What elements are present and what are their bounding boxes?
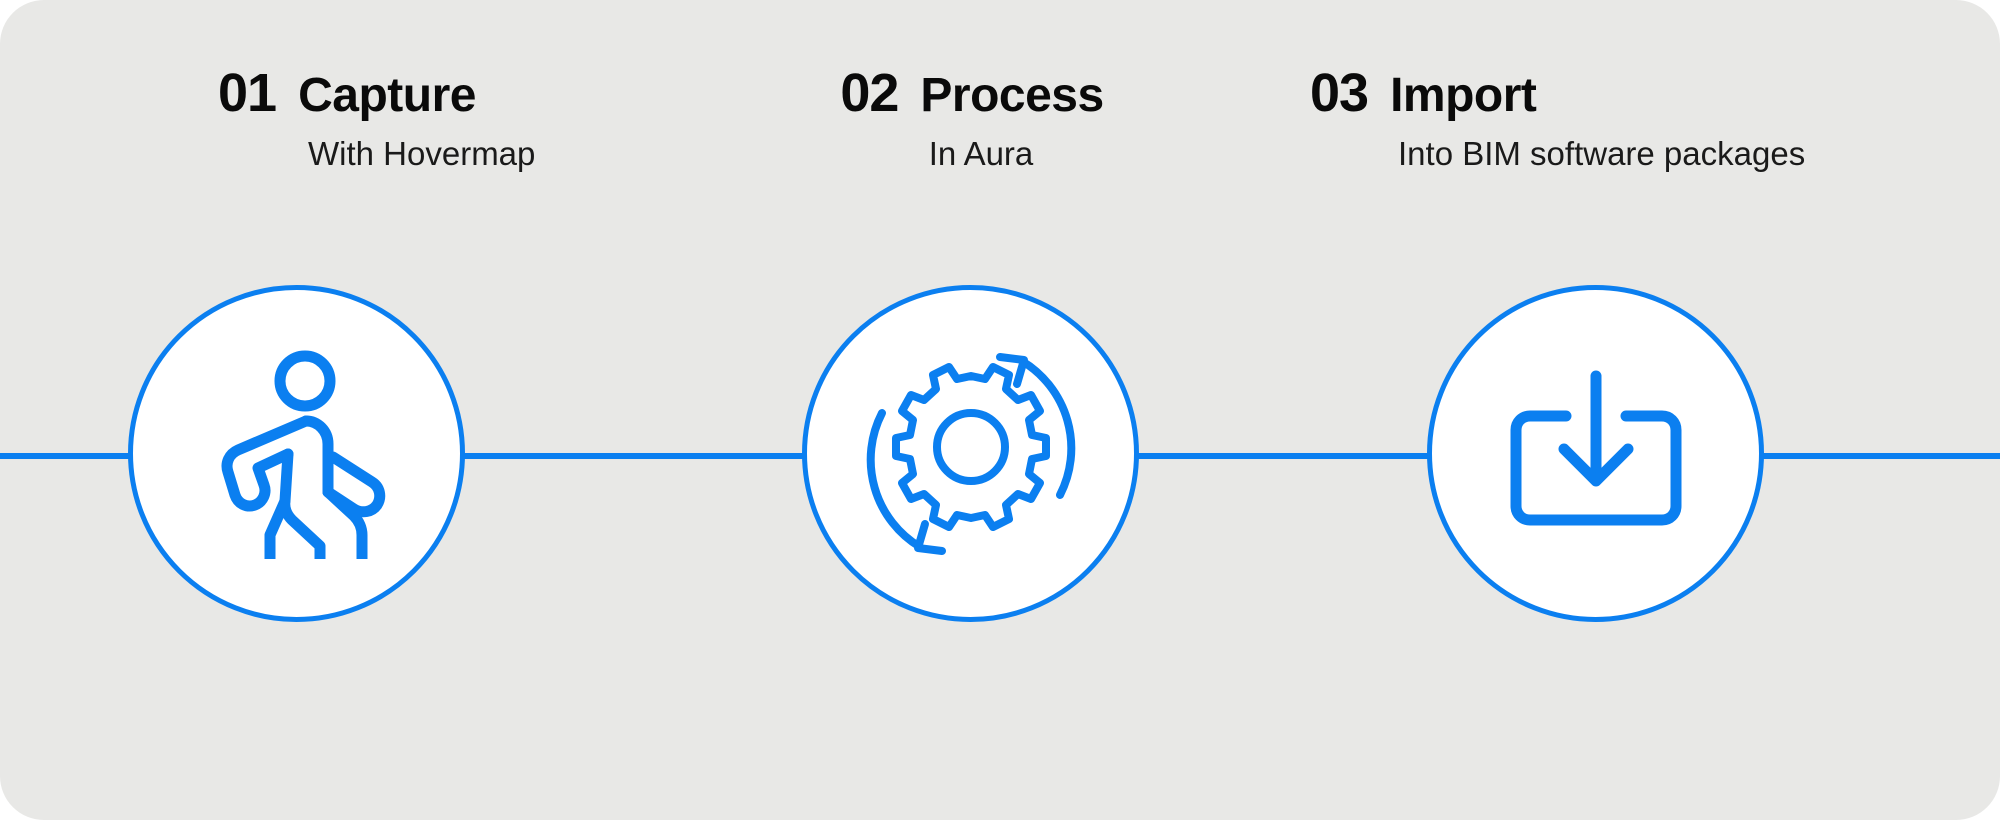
step-subtitle: In Aura [928, 135, 1034, 172]
process-step-import[interactable]: 03 Import Into BIM software packages [1250, 0, 1870, 820]
step-subtitle: With Hovermap [308, 135, 536, 172]
step-heading-line: 01 Capture [218, 66, 476, 120]
step-heading-line: 03 Import [1310, 63, 1537, 123]
step-icon-circle[interactable] [128, 285, 465, 622]
step-title: Process [920, 69, 1104, 122]
walking-person-icon [221, 350, 385, 559]
step-number: 01 [218, 63, 277, 123]
step-title: Capture [298, 69, 476, 122]
process-step-capture[interactable]: 01 Capture With Hovermap [68, 0, 688, 820]
download-tray-icon [1510, 370, 1681, 525]
gear-refresh-icon [866, 352, 1075, 555]
step-title: Import [1390, 69, 1537, 122]
step-icon-circle[interactable] [1427, 285, 1764, 622]
process-step-process[interactable]: 02 Process In Aura [662, 0, 1282, 820]
step-heading-line: 02 Process [840, 63, 1104, 123]
step-heading: 01 Capture With Hovermap [68, 66, 688, 172]
step-number: 02 [840, 63, 899, 123]
step-number: 03 [1310, 63, 1369, 123]
step-heading: 03 Import Into BIM software packages [1250, 66, 1870, 172]
step-subtitle: Into BIM software packages [1398, 135, 1806, 172]
step-icon-circle[interactable] [802, 285, 1139, 622]
step-heading: 02 Process In Aura [662, 66, 1282, 172]
